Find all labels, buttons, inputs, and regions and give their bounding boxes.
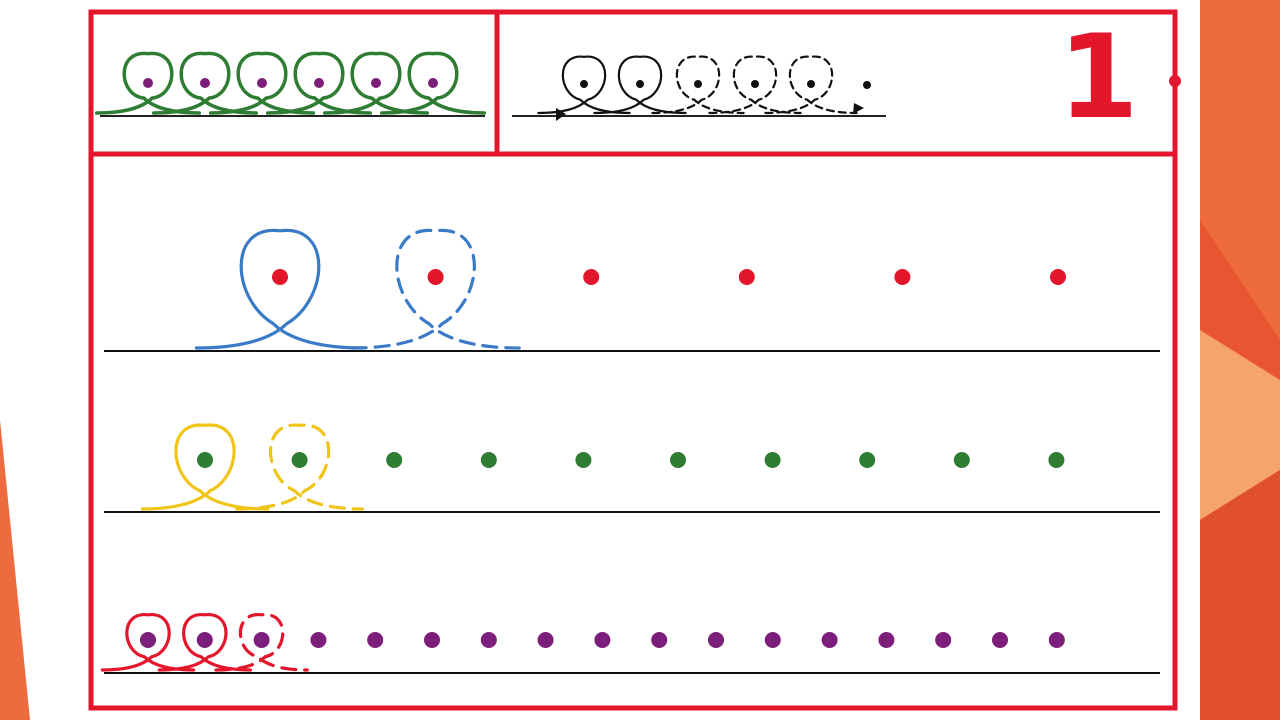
example-right-loop-2 (593, 55, 687, 115)
row-2-dot-6 (670, 452, 686, 468)
row-2-dot-8 (859, 452, 876, 468)
row-3-dot-4 (310, 632, 327, 648)
example-right-loop-4 (708, 55, 802, 115)
example-right-trailing-dot-1 (863, 81, 871, 89)
row-3-dot-1 (140, 632, 156, 648)
row-2-dot-9 (953, 452, 970, 468)
right-accent-shape-upper (1200, 0, 1280, 340)
example-left-dot-2 (200, 78, 210, 88)
row-3-dot-13 (821, 632, 838, 648)
left-accent-shape (0, 420, 30, 720)
row-3-loop-2 (157, 613, 252, 672)
row-3-dot-8 (537, 632, 554, 648)
example-right-arrow-end (853, 103, 864, 114)
row-2-dot-7 (764, 452, 781, 468)
row-3-dot-7 (480, 632, 497, 648)
example-left-dot-6 (428, 78, 438, 88)
row-3-dot-14 (878, 632, 895, 648)
row-1-dot-6 (1050, 269, 1066, 285)
row-2-dot-1 (197, 452, 213, 468)
row-3-dot-3 (253, 632, 270, 648)
row-2-dot-5 (575, 452, 592, 468)
example-left-loop-1 (94, 51, 202, 115)
example-right-loop-5 (764, 55, 858, 115)
row-1-loop-1 (194, 228, 366, 350)
example-right-dot-3 (694, 80, 702, 88)
row-2-dot-3 (386, 452, 403, 468)
frame-corner-dot (1169, 75, 1181, 87)
example-right-loop-1 (537, 55, 631, 115)
example-right-dot-1 (580, 80, 588, 88)
row-3-dot-2 (196, 632, 213, 648)
row-2-loop-2 (235, 423, 364, 511)
row-1-dot-2 (427, 269, 444, 285)
row-1-dot-3 (583, 269, 600, 285)
example-right-dot-2 (636, 80, 644, 88)
example-right-arrow-start (556, 108, 566, 121)
example-left-loop-3 (208, 51, 316, 115)
example-left-loop-5 (322, 51, 430, 115)
row-3-dot-10 (651, 632, 668, 648)
row-1-dot-1 (272, 269, 288, 285)
row-3-loop-3 (214, 613, 309, 672)
row-3-dot-12 (764, 632, 781, 648)
example-right-dot-5 (807, 80, 815, 88)
row-2-loop-1 (140, 423, 270, 511)
example-left-dot-3 (257, 78, 267, 88)
row-2-dot-4 (480, 452, 497, 468)
row-3-dot-11 (708, 632, 724, 648)
row-3-dot-16 (992, 632, 1008, 648)
example-left-loop-6 (379, 51, 487, 115)
row-3-loop-1 (100, 613, 196, 672)
example-left-loop-4 (265, 51, 373, 115)
row-3-dot-6 (424, 632, 440, 648)
right-accent-shape-light (1200, 330, 1280, 520)
row-2-dot-10 (1048, 452, 1065, 468)
worksheet-frame (88, 9, 1178, 711)
row-2-dot-2 (291, 452, 308, 468)
row-1-dot-5 (894, 269, 911, 285)
right-accent-shape-mid (1200, 470, 1280, 720)
row-3-dot-17 (1048, 632, 1065, 648)
example-left-dot-4 (314, 78, 324, 88)
example-right-loop-3 (651, 55, 745, 115)
example-left-dot-1 (143, 78, 153, 88)
row-3-dot-9 (594, 632, 611, 648)
example-left-dot-5 (371, 78, 381, 88)
page-number: 1 (1058, 10, 1139, 145)
row-3-dot-5 (367, 632, 384, 648)
row-3-dot-15 (935, 632, 952, 648)
row-1-loop-2 (350, 228, 521, 350)
example-left-loop-2 (151, 51, 259, 115)
example-right-dot-4 (751, 80, 759, 88)
row-1-dot-4 (738, 269, 755, 285)
